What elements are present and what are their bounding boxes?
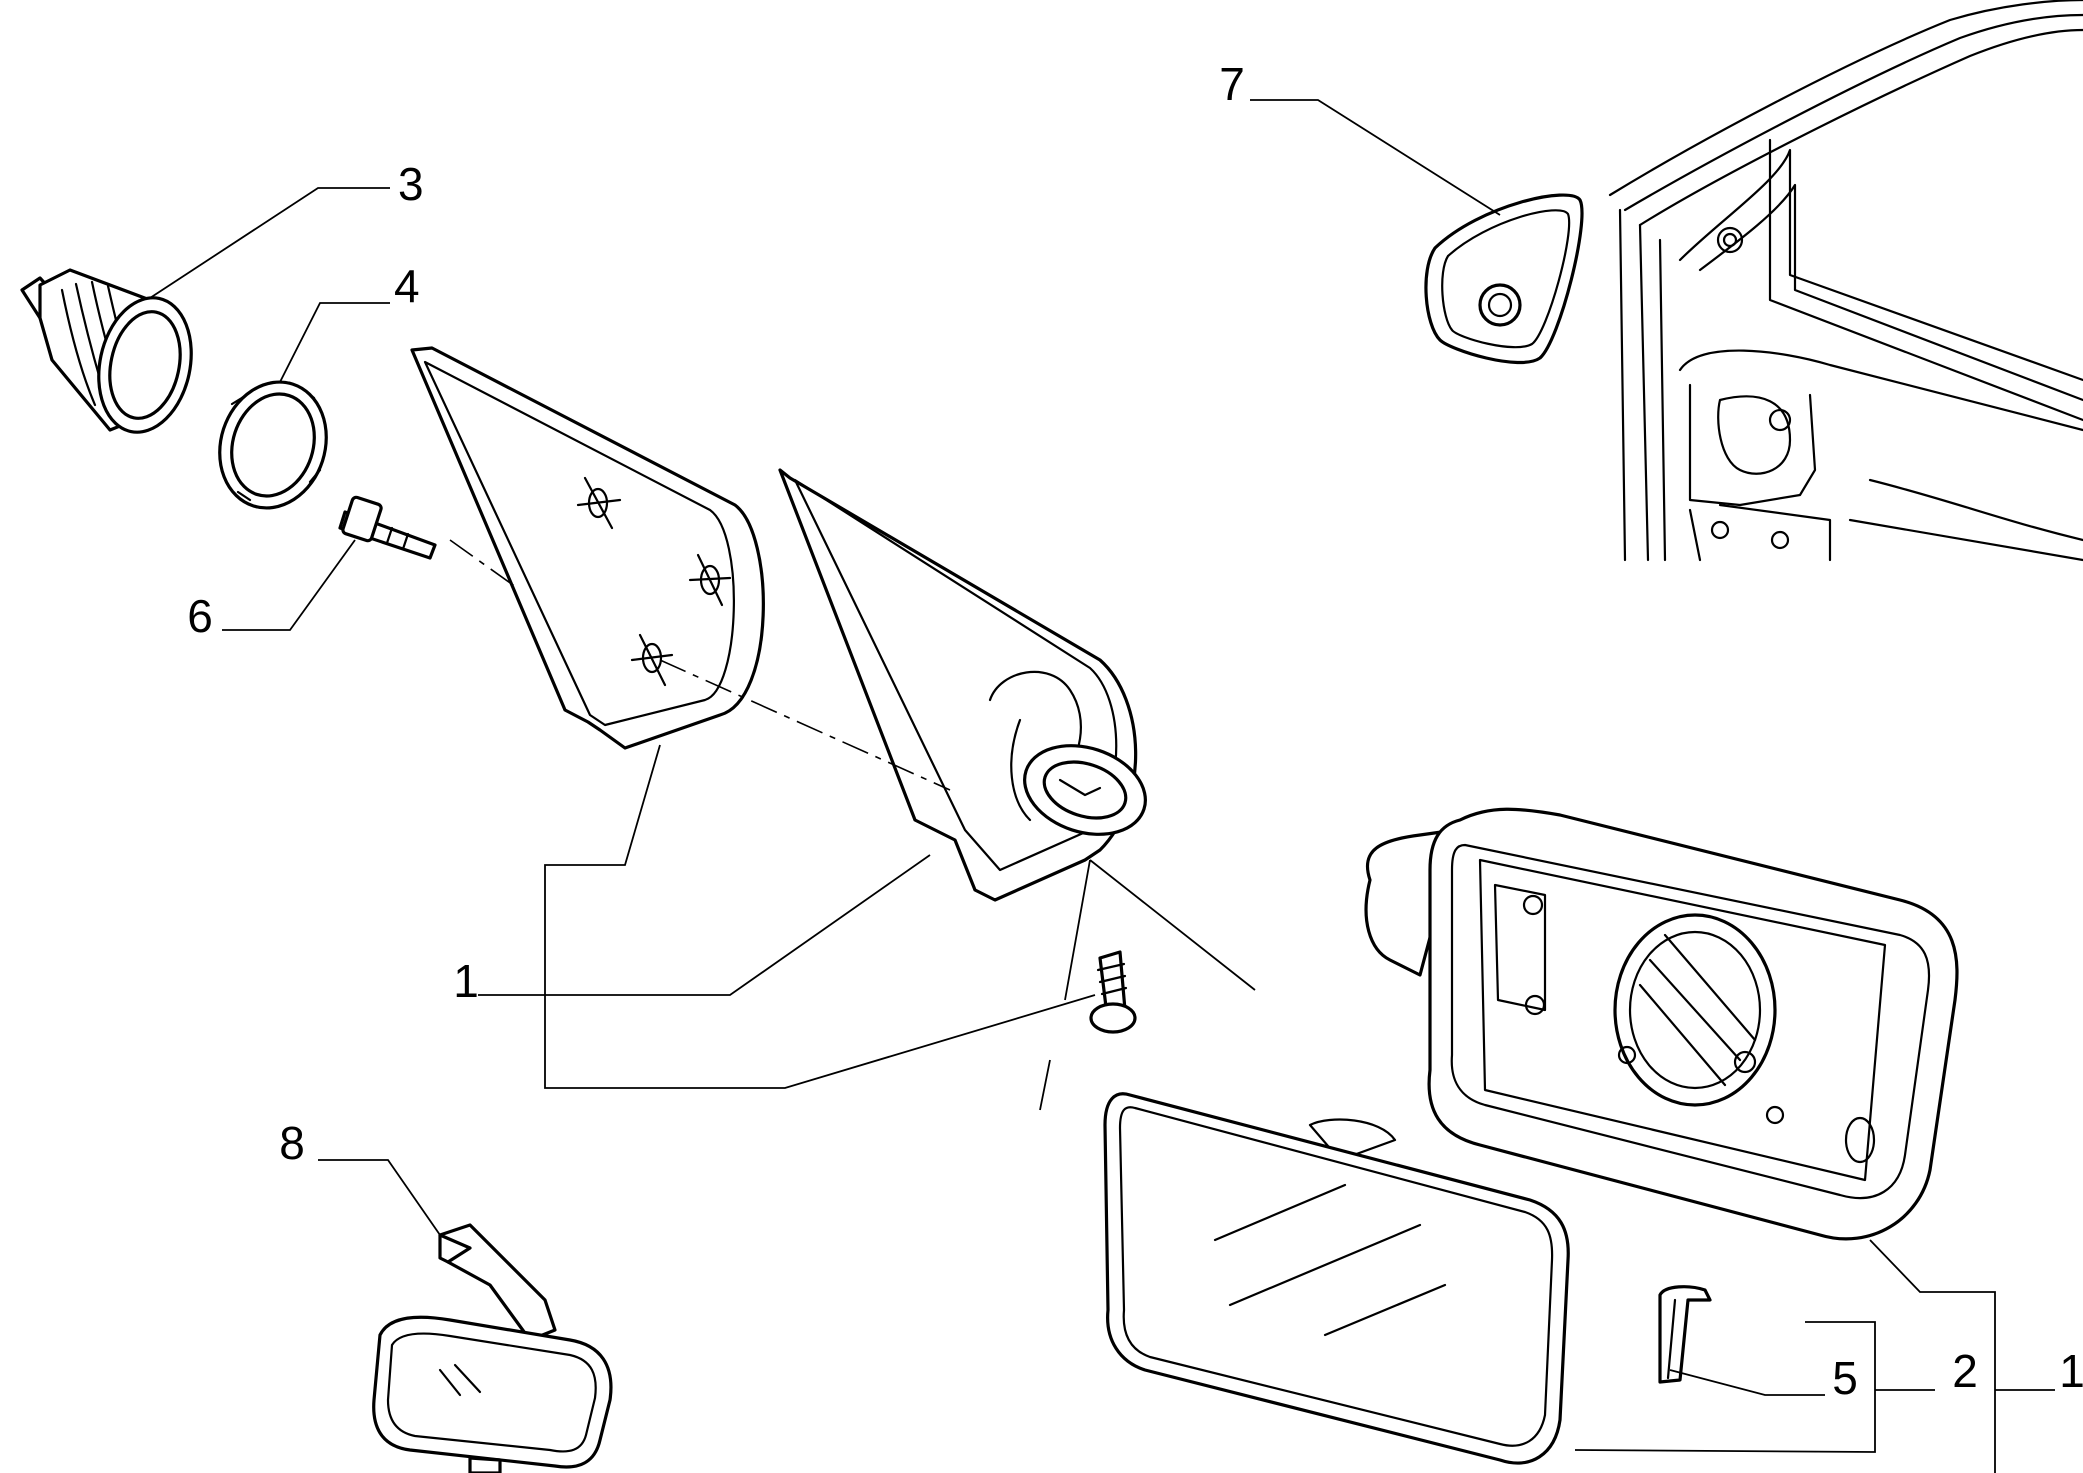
callout-4: 4 bbox=[394, 260, 420, 312]
assembly-axis-line-2 bbox=[449, 539, 521, 591]
door-mount-cover-part-7 bbox=[1424, 193, 1584, 364]
callout-3: 3 bbox=[398, 158, 424, 210]
leader-lines bbox=[149, 99, 2055, 1473]
callout-8: 8 bbox=[279, 1117, 305, 1169]
mounting-screw bbox=[1089, 950, 1137, 1034]
bolt-part-6 bbox=[338, 495, 437, 560]
callout-1-left: 1 bbox=[453, 955, 479, 1007]
mirror-bracket-plate bbox=[410, 346, 765, 750]
retaining-ring-part-4 bbox=[218, 380, 328, 510]
grommet-part-3 bbox=[20, 268, 193, 434]
callout-7: 7 bbox=[1219, 58, 1245, 110]
callout-2: 2 bbox=[1952, 1345, 1978, 1397]
callout-1-right: 1 bbox=[2059, 1345, 2083, 1397]
mirror-housing-part-2 bbox=[1364, 807, 1959, 1241]
mirror-mount-base bbox=[778, 468, 1147, 902]
assembly-axis-line bbox=[659, 659, 951, 791]
clip-part-5 bbox=[1658, 1285, 1712, 1384]
callout-6: 6 bbox=[187, 590, 213, 642]
callout-5: 5 bbox=[1832, 1352, 1858, 1404]
mirror-glass bbox=[1103, 1092, 1570, 1465]
interior-mirror-part-8 bbox=[372, 1223, 613, 1473]
door-frame bbox=[1608, 0, 2083, 562]
